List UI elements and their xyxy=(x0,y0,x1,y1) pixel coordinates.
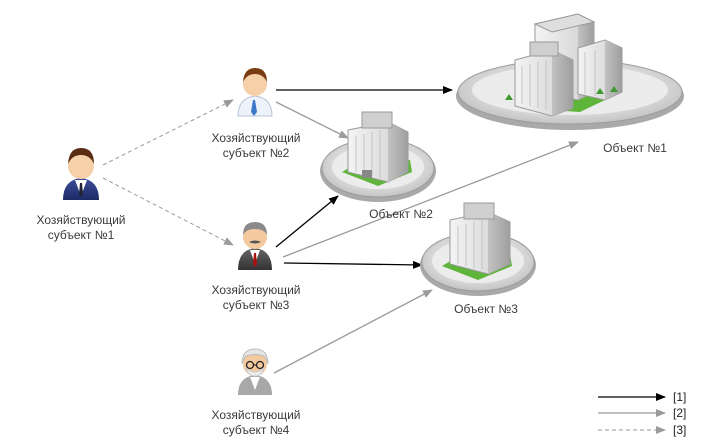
entity-2-line1: Хозяйствующий xyxy=(211,131,301,145)
person-3-icon xyxy=(238,222,272,270)
object-2-label: Объект №2 xyxy=(369,207,433,221)
entity-3-label: Хозяйствующий субъект №3 xyxy=(198,283,314,313)
legend xyxy=(598,393,666,434)
arrow-e3-to-obj3 xyxy=(283,260,423,269)
entity-4-line2: субъект №4 xyxy=(222,423,290,437)
arrow-e4-to-obj3 xyxy=(273,289,433,374)
legend-label-3: [3] xyxy=(673,423,687,437)
entity-1-line1: Хозяйствующий xyxy=(36,213,126,227)
legend-label-2: [2] xyxy=(673,406,687,420)
entity-3-line1: Хозяйствующий xyxy=(211,283,301,297)
object-1-graphic xyxy=(456,13,684,130)
arrows xyxy=(102,86,579,374)
entity-2-line2: субъект №2 xyxy=(222,146,290,160)
object-1-label: Объект №1 xyxy=(603,141,667,155)
entity-1-line2: субъект №1 xyxy=(47,228,115,242)
arrow-e3-to-obj1 xyxy=(282,141,579,258)
entity-2-label: Хозяйствующий субъект №2 xyxy=(198,131,314,161)
legend-label-1: [1] xyxy=(673,390,687,404)
arrow-e3-to-obj2 xyxy=(275,195,339,248)
entity-4-line1: Хозяйствующий xyxy=(211,408,301,422)
object-3-label: Объект №3 xyxy=(454,302,518,316)
entity-3-line2: субъект №3 xyxy=(222,298,290,312)
object-2-graphic xyxy=(320,111,436,202)
object-3-graphic xyxy=(420,202,536,296)
person-2-icon xyxy=(237,68,273,117)
arrow-e2-to-obj2 xyxy=(275,101,349,139)
entity-4-label: Хозяйствующий субъект №4 xyxy=(198,408,314,438)
person-4-icon xyxy=(238,348,272,395)
person-1-icon xyxy=(63,148,99,200)
arrow-e1-to-e3-dashed xyxy=(102,177,234,246)
entity-1-label: Хозяйствующий субъект №1 xyxy=(26,213,136,243)
arrow-e1-to-e2-dashed xyxy=(102,99,234,166)
